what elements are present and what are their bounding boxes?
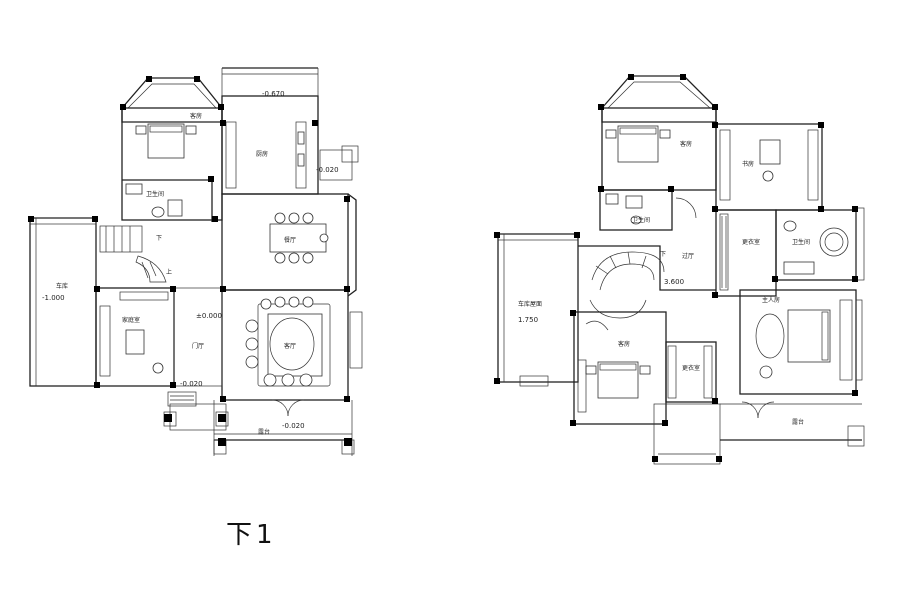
f2-corridor-label: 过厅 (682, 252, 694, 260)
f1-stair-up-mark: 上 (166, 268, 172, 276)
f1-terrace-label: 露台 (258, 428, 270, 436)
f2-bedroom-top-label: 客房 (680, 140, 692, 148)
f1-dining-label: 餐厅 (284, 236, 296, 244)
floor-1-plan: 客房 厨房 卫生间 餐厅 车库 家庭室 门厅 客厅 露台 下 上 -0.670 … (28, 67, 363, 456)
f2-wardrobe-bottom-label: 更衣室 (682, 364, 700, 372)
f1-level-foyer: ±0.000 (196, 312, 222, 320)
f2-level-corridor: 3.600 (664, 278, 684, 286)
f1-level-entry: -0.020 (180, 380, 203, 388)
f1-kitchen-label: 厨房 (256, 150, 268, 158)
floor-caption: 下1 (226, 520, 277, 550)
f2-garage-roof-label: 车库屋面 (518, 300, 542, 308)
f2-stair-down-mark: 下 (660, 251, 666, 258)
f1-garage-label: 车库 (56, 282, 68, 290)
f1-bedroom-label: 客房 (190, 112, 202, 120)
f1-living-label: 客厅 (284, 342, 296, 350)
floor-2-plan: 客房 书房 卫生间 过厅 更衣室 卫生间 车库屋面 主人房 客房 更衣室 露台 … (494, 74, 865, 465)
f2-terrace-label: 露台 (792, 418, 804, 426)
f2-bathroom-right-label: 卫生间 (792, 238, 810, 246)
f1-foyer-label: 门厅 (192, 342, 204, 350)
f2-master-bedroom-label: 主人房 (762, 296, 780, 304)
f2-bathroom-left-label: 卫生间 (632, 216, 650, 224)
f2-level-garage-roof: 1.750 (518, 316, 538, 324)
f1-level-top: -0.670 (262, 90, 285, 98)
f1-bathroom-label: 卫生间 (146, 190, 164, 198)
f2-wardrobe-mid-label: 更衣室 (742, 238, 760, 246)
f1-stair-down-mark: 下 (156, 235, 162, 242)
f1-level-kitchen-side: -0.020 (316, 166, 339, 174)
f1-level-garage: -1.000 (42, 294, 65, 302)
f1-study-label: 家庭室 (122, 316, 140, 324)
f2-study-label: 书房 (742, 160, 754, 168)
f2-bedroom-bottom-label: 客房 (618, 340, 630, 348)
f1-level-terrace: -0.020 (282, 422, 305, 430)
